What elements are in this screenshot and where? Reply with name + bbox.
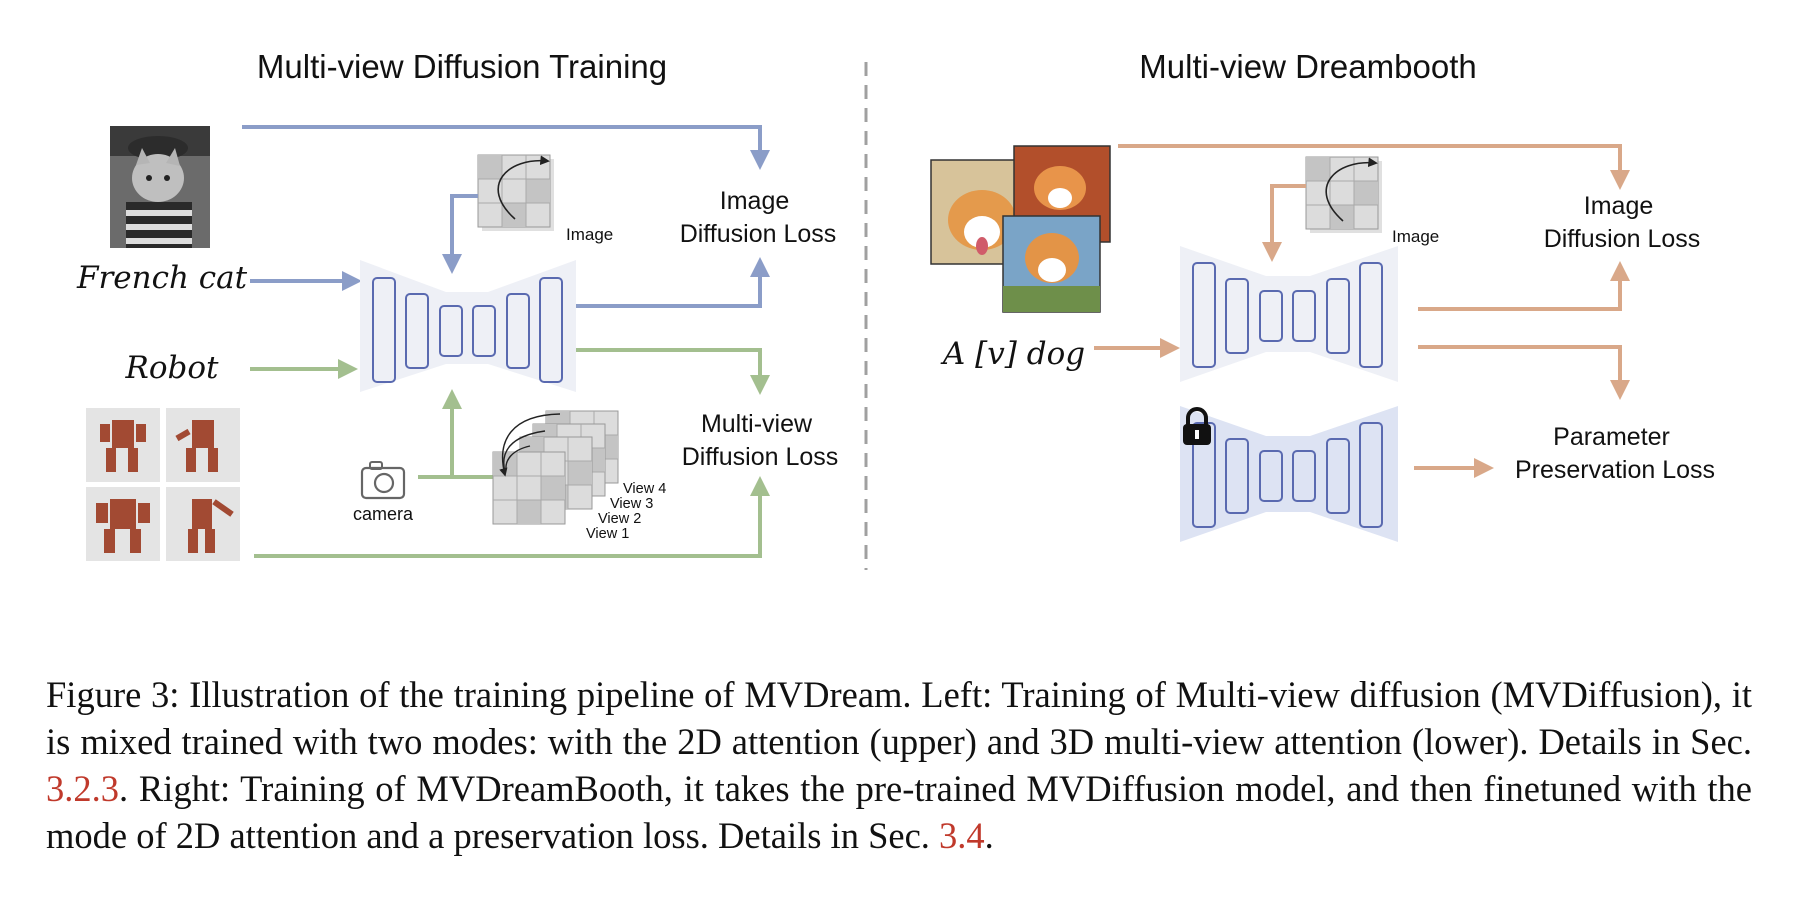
left-panel-title: Multi-view Diffusion Training [257, 48, 667, 85]
image-loss-right: Image Diffusion Loss [1544, 192, 1701, 253]
label-image-right: Image [1392, 227, 1439, 246]
mv-loss-left: Multi-view Diffusion Loss [682, 410, 839, 471]
view-label-2: View 2 [598, 511, 641, 527]
unet-frozen [1180, 406, 1398, 542]
section-ref-3-2-3[interactable]: 3.2.3 [46, 767, 119, 809]
view-grid-stack [492, 410, 619, 525]
arrow-robot-to-mv-loss [254, 476, 770, 558]
lock-icon [1183, 407, 1211, 445]
camera-icon [360, 461, 406, 500]
right-panel-title: Multi-view Dreambooth [1139, 48, 1476, 85]
cat-photo [110, 126, 210, 248]
prompt-dog: A [v] dog [940, 336, 1085, 372]
view-label-3: View 3 [610, 496, 653, 512]
label-image-left: Image [566, 225, 613, 244]
arrow-unet-to-image-loss-right [1418, 261, 1630, 311]
arrow-cat-to-image-loss [242, 125, 770, 170]
robot-views [86, 408, 240, 561]
attention-grid-image [477, 154, 554, 231]
prompt-french-cat: French cat [76, 260, 248, 296]
arrow-grid-to-unet-right [1262, 184, 1306, 262]
prompt-robot: Robot [125, 350, 220, 386]
view-label-1: View 1 [586, 526, 629, 542]
figure-caption: Figure 3: Illustration of the training p… [46, 673, 1752, 856]
image-loss-left: Image Diffusion Loss [680, 187, 837, 248]
arrow-unet-to-mv-loss [576, 348, 770, 395]
arrow-unet-to-image-loss [576, 257, 770, 308]
attention-grid-image-right [1305, 156, 1382, 233]
camera-label: camera [353, 504, 414, 524]
unet-right [1180, 246, 1398, 382]
view-label-4: View 4 [623, 481, 666, 497]
arrow-unet-to-preservation [1418, 345, 1630, 400]
arrow-dog-to-image-loss [1118, 144, 1630, 190]
arrow-grid-to-unet-left [442, 194, 478, 274]
preservation-loss: Parameter Preservation Loss [1515, 423, 1715, 484]
dog-photos [930, 145, 1111, 313]
unet-left [360, 260, 576, 392]
section-ref-3-4[interactable]: 3.4 [939, 814, 985, 856]
